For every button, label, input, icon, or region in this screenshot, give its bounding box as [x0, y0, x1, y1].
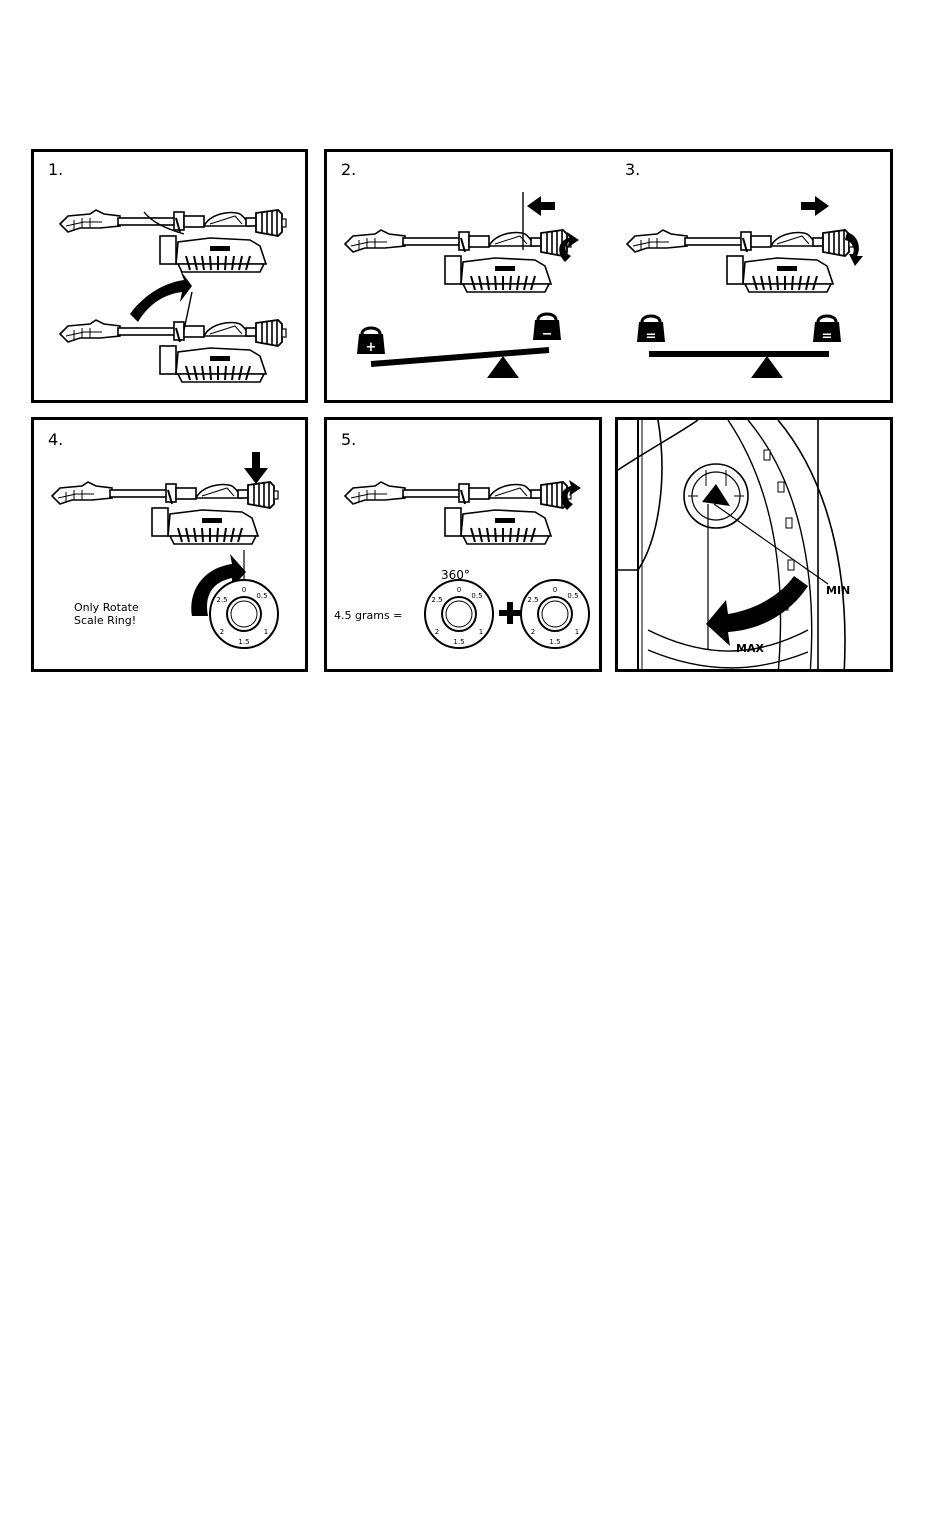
svg-text:1: 1 [264, 628, 268, 636]
scale-dial-icon: 0 0.5 1 1.5 2 2.5 [210, 580, 278, 648]
svg-text:0: 0 [553, 586, 557, 594]
lift-arrow-icon [130, 270, 192, 322]
tonearm-icon [345, 230, 571, 292]
anti-skate-knob-icon [684, 464, 748, 528]
rotate-arrow-icon [706, 576, 808, 646]
svg-text:0.5: 0.5 [471, 592, 482, 600]
down-arrow-icon [244, 452, 268, 484]
min-label: MIN [826, 584, 850, 597]
svg-text:2.5: 2.5 [216, 596, 227, 604]
step-1-illustration [34, 152, 311, 406]
step-2-3-illustration: + − = = [327, 152, 896, 406]
svg-text:2.5: 2.5 [431, 596, 442, 604]
svg-text:1: 1 [575, 628, 579, 636]
svg-text:2.5: 2.5 [527, 596, 538, 604]
svg-text:1.5: 1.5 [453, 638, 464, 646]
anti-skate-illustration: MIN MAX [618, 420, 893, 672]
svg-text:0: 0 [242, 586, 246, 594]
svg-text:2: 2 [220, 628, 224, 636]
anti-skate-panel: MIN MAX [615, 417, 893, 672]
step-1-panel: 1. [31, 149, 308, 403]
max-label: MAX [736, 642, 764, 655]
tonearm-raised-icon [60, 320, 286, 382]
right-arrow-icon [801, 196, 829, 216]
step-4-panel: 4. Only Rotate Scale Ring! 0 0.5 1 1.5 2… [31, 417, 308, 672]
svg-text:0.5: 0.5 [256, 592, 267, 600]
svg-text:2: 2 [531, 628, 535, 636]
step-4-illustration: 0 0.5 1 1.5 2 2.5 [34, 420, 311, 675]
left-arrow-icon [527, 196, 555, 216]
scale-dial-icon: 0 0.5 1 1.5 2 2.5 [521, 580, 589, 648]
plus-icon [499, 602, 521, 624]
svg-text:=: = [822, 329, 833, 344]
svg-text:0: 0 [457, 586, 461, 594]
step-2-3-panel: 2. 3. + − = = [324, 149, 893, 403]
tonearm-icon [52, 482, 278, 544]
svg-text:1.5: 1.5 [549, 638, 560, 646]
svg-text:1.5: 1.5 [238, 638, 249, 646]
scale-dial-icon: 0 0.5 1 1.5 2 2.5 [425, 580, 493, 648]
svg-text:2: 2 [435, 628, 439, 636]
svg-text:=: = [646, 329, 657, 344]
svg-text:0.5: 0.5 [567, 592, 578, 600]
step-5-illustration: 0 0.5 1 1.5 2 2.5 0 0.5 1 1.5 2 2.5 [327, 420, 605, 675]
step-5-panel: 5. 360° 4.5 grams = 0 0.5 1 1.5 2 2.5 0 … [324, 417, 602, 672]
svg-text:1: 1 [479, 628, 483, 636]
tonearm-icon [345, 482, 571, 544]
tonearm-icon [627, 230, 853, 292]
svg-text:−: − [542, 327, 553, 342]
tonearm-rest-icon [60, 210, 286, 272]
svg-text:+: + [366, 340, 377, 355]
